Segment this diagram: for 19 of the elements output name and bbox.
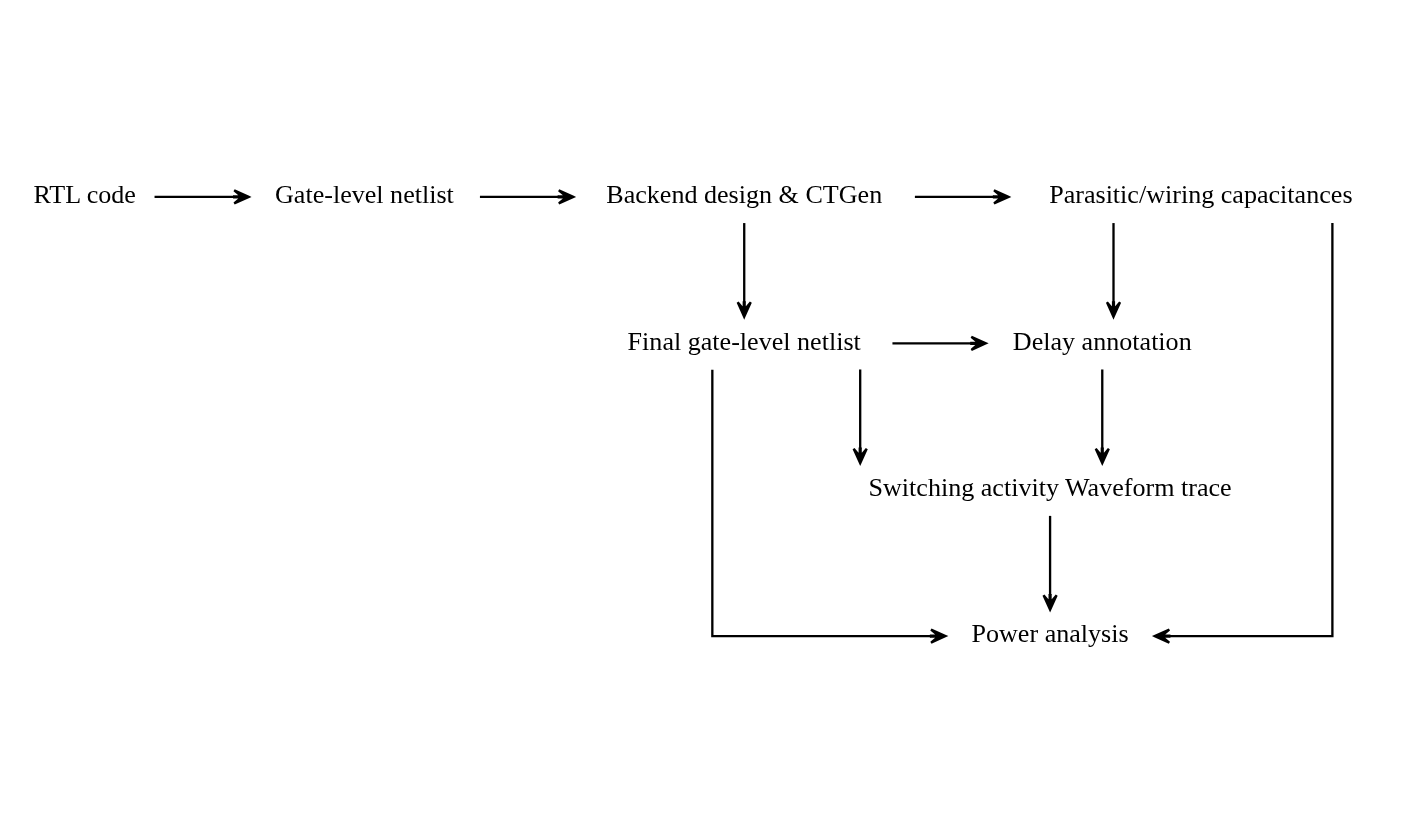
node-text: Gate-level netlist xyxy=(275,179,454,209)
node-text: Parasitic/wiring capacitances xyxy=(1049,179,1353,209)
arrow xyxy=(1094,369,1110,464)
arrow xyxy=(479,188,575,205)
node-text: Power analysis xyxy=(971,618,1129,648)
arrow xyxy=(736,222,752,318)
node-text: Backend design & CTGen xyxy=(606,179,883,209)
node-text: Delay annotation xyxy=(1012,326,1192,356)
node-text: RTL code xyxy=(33,179,136,209)
arrow xyxy=(892,335,987,351)
arrow xyxy=(1042,515,1058,611)
arrow xyxy=(1153,222,1334,644)
arrow xyxy=(154,188,250,205)
node-text: Switching activity Waveform trace xyxy=(868,472,1232,502)
node-text: Final gate-level netlist xyxy=(627,326,861,356)
arrow xyxy=(852,369,868,464)
arrow xyxy=(914,188,1010,205)
arrow xyxy=(1105,222,1122,318)
arrow xyxy=(711,369,947,644)
